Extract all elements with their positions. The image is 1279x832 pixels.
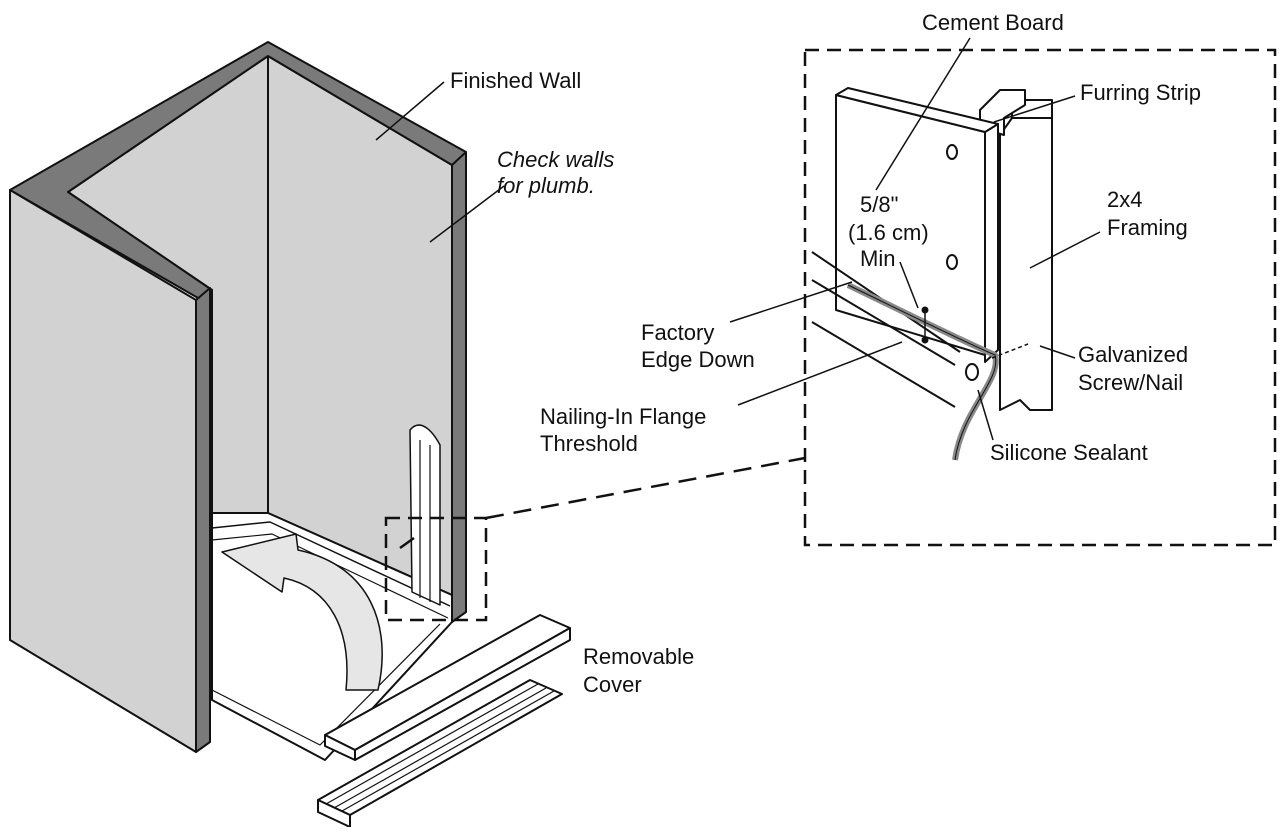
- detail-callout-box: [384, 516, 488, 622]
- label-cement-board: Cement Board: [922, 10, 1064, 35]
- label-dimension-2: (1.6 cm): [848, 220, 929, 245]
- leader-lines: [375, 37, 1101, 441]
- label-galvanized-2: Screw/Nail: [1078, 370, 1183, 395]
- label-silicone-sealant: Silicone Sealant: [990, 440, 1148, 465]
- label-nailing-flange-2: Threshold: [540, 431, 638, 456]
- shower-enclosure: [9, 41, 467, 761]
- label-factory-edge-2: Edge Down: [641, 347, 755, 372]
- label-removable-cover-2: Cover: [583, 672, 642, 697]
- label-removable-cover-1: Removable: [583, 644, 694, 669]
- front-wall-edge: [195, 287, 211, 753]
- wall-cutaway: [409, 424, 441, 606]
- label-dimension-1: 5/8": [860, 192, 898, 217]
- label-check-walls-2: for plumb.: [497, 173, 595, 198]
- label-dimension-3: Min: [860, 246, 895, 271]
- label-factory-edge-1: Factory: [641, 320, 714, 345]
- label-nailing-flange-1: Nailing-In Flange: [540, 404, 706, 429]
- detail-drawing: [811, 87, 1053, 461]
- label-finished-wall: Finished Wall: [450, 68, 581, 93]
- removable-cover: [324, 614, 571, 761]
- label-galvanized-1: Galvanized: [1078, 342, 1188, 367]
- right-wall-edge: [451, 151, 467, 623]
- label-framing-2: Framing: [1107, 215, 1188, 240]
- label-framing-1: 2x4: [1107, 187, 1142, 212]
- framing-2x4: [999, 117, 1053, 411]
- callout-connector-top: [485, 456, 806, 520]
- curved-arrow: [221, 533, 383, 691]
- top-wall-edge: [9, 41, 467, 307]
- label-check-walls-1: Check walls: [497, 147, 614, 172]
- label-furring-strip: Furring Strip: [1080, 80, 1201, 105]
